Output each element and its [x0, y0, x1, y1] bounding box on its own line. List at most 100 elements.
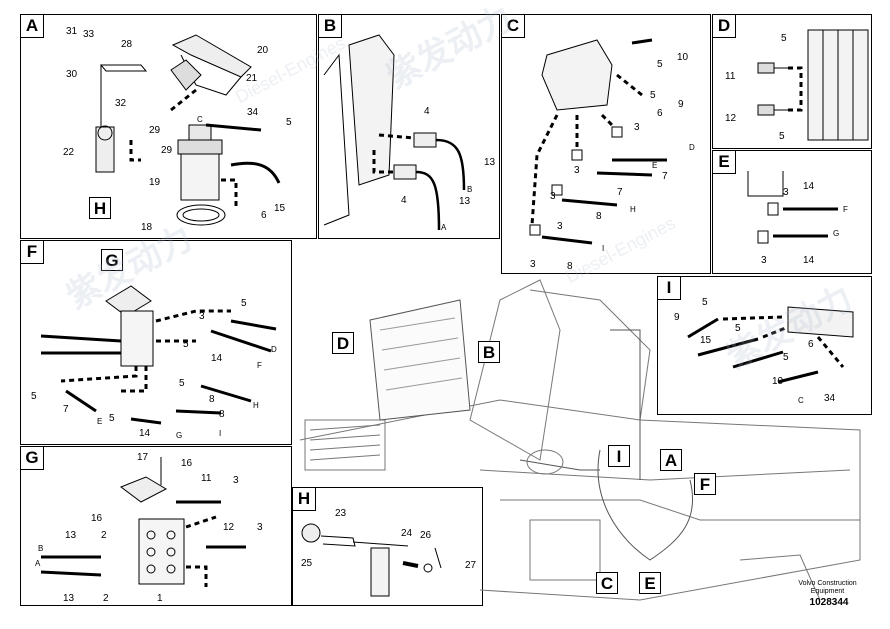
- callout-d: D: [332, 332, 354, 354]
- panel-c-label: C: [502, 15, 525, 38]
- part-3c: 3: [550, 191, 556, 202]
- part-27: 27: [465, 560, 477, 571]
- hose-label-a: A: [441, 223, 447, 232]
- callout-i: I: [608, 445, 630, 467]
- panel-f-drawing: [40, 285, 277, 425]
- part-18: 18: [141, 222, 153, 233]
- panel-i-drawing: [687, 306, 854, 384]
- part-16b: 16: [91, 513, 103, 524]
- part-34: 34: [247, 107, 259, 118]
- part-3b: 3: [257, 522, 263, 533]
- panel-d-drawing: [757, 29, 869, 141]
- part-3: 3: [783, 187, 789, 198]
- part-4b: 4: [401, 195, 407, 206]
- part-34: 34: [824, 393, 836, 404]
- panel-b-drawing: [323, 34, 466, 231]
- hose-label-i: I: [602, 244, 605, 253]
- part-7b: 7: [617, 187, 623, 198]
- panel-f: F G 5 3 5 D 14 F 5 5 8 H 7 5 8 E 14 G I: [20, 240, 292, 445]
- panel-g-drawing: [40, 457, 246, 587]
- part-5b: 5: [735, 323, 741, 334]
- callout-h-panel-a: H: [89, 197, 111, 219]
- hose-label-g: G: [176, 431, 183, 440]
- part-15: 15: [700, 335, 712, 346]
- hose-label-i: I: [219, 429, 222, 438]
- part-24: 24: [401, 528, 413, 539]
- part-5e: 5: [109, 413, 115, 424]
- part-5: 5: [241, 298, 247, 309]
- part-3d: 3: [557, 221, 563, 232]
- part-31: 31: [66, 26, 78, 37]
- part-17: 17: [137, 452, 149, 463]
- part-10: 10: [772, 376, 784, 387]
- part-7: 7: [63, 404, 69, 415]
- hose-label-b: B: [467, 185, 473, 194]
- part-22: 22: [63, 147, 75, 158]
- hose-label-f: F: [843, 205, 848, 214]
- panel-e: E 3 14 F G 3 14: [712, 150, 872, 274]
- hose-label-f: F: [257, 361, 262, 370]
- panel-h-drawing: [301, 523, 442, 597]
- part-8b: 8: [567, 261, 573, 272]
- part-28: 28: [121, 39, 133, 50]
- callout-b: B: [478, 341, 500, 363]
- panel-f-label: F: [21, 241, 44, 264]
- part-3: 3: [634, 122, 640, 133]
- part-6: 6: [808, 339, 814, 350]
- panel-a: A 31: [20, 14, 317, 239]
- publisher-line1: Volvo Construction: [798, 580, 857, 587]
- callout-a: A: [660, 449, 682, 471]
- part-11: 11: [725, 71, 736, 82]
- part-8b: 8: [219, 409, 225, 420]
- part-6: 6: [261, 210, 267, 221]
- part-20: 20: [257, 45, 269, 56]
- part-14b: 14: [803, 255, 815, 266]
- part-19: 19: [149, 177, 161, 188]
- part-7: 7: [662, 171, 668, 182]
- panel-d-label: D: [713, 15, 736, 38]
- part-11: 11: [201, 473, 212, 484]
- panel-c: C 10 5 5 9 6 3 D 3 E 7 7 3 8 H 3 I 3 8: [501, 14, 711, 274]
- part-5d: 5: [31, 391, 37, 402]
- part-1: 1: [157, 593, 163, 604]
- part-13b: 13: [459, 196, 471, 207]
- part-10: 10: [677, 52, 689, 63]
- callout-f: F: [694, 473, 716, 495]
- panel-a-label: A: [21, 15, 44, 38]
- callout-e: E: [639, 572, 661, 594]
- part-5c: 5: [783, 352, 789, 363]
- panel-i: I 5 9 5 15 6 5 10 C 34: [657, 276, 872, 415]
- panel-g-label: G: [21, 447, 44, 470]
- part-2b: 2: [103, 593, 109, 604]
- part-5b: 5: [183, 339, 189, 350]
- part-14: 14: [803, 181, 815, 192]
- hose-label-c: C: [798, 396, 804, 405]
- part-3b: 3: [574, 165, 580, 176]
- hose-label-b: B: [38, 544, 44, 553]
- part-5: 5: [702, 297, 708, 308]
- hose-label-d: D: [689, 143, 695, 152]
- part-3: 3: [233, 475, 239, 486]
- part-13: 13: [65, 530, 77, 541]
- part-30: 30: [66, 69, 78, 80]
- part-14: 14: [211, 353, 223, 364]
- part-3b: 3: [761, 255, 767, 266]
- part-5b: 5: [650, 90, 656, 101]
- part-5b: 5: [779, 131, 785, 142]
- publisher-note: Volvo Construction Equipment: [780, 580, 875, 596]
- callout-g-panel-f: G: [101, 249, 123, 271]
- part-5c: 5: [179, 378, 185, 389]
- panel-c-drawing: [529, 38, 667, 245]
- panel-g: G 17 16 11 3 16 12 3 13 2 B A 13 2 1: [20, 446, 292, 606]
- part-16: 16: [181, 458, 193, 469]
- hose-label-h: H: [253, 401, 259, 410]
- hose-label-c: C: [197, 115, 203, 124]
- part-29: 29: [149, 125, 161, 136]
- part-21: 21: [246, 73, 258, 84]
- part-4: 4: [424, 106, 430, 117]
- part-3e: 3: [530, 259, 536, 270]
- part-12: 12: [725, 113, 737, 124]
- hose-label-e: E: [97, 417, 103, 426]
- hose-label-h: H: [630, 205, 636, 214]
